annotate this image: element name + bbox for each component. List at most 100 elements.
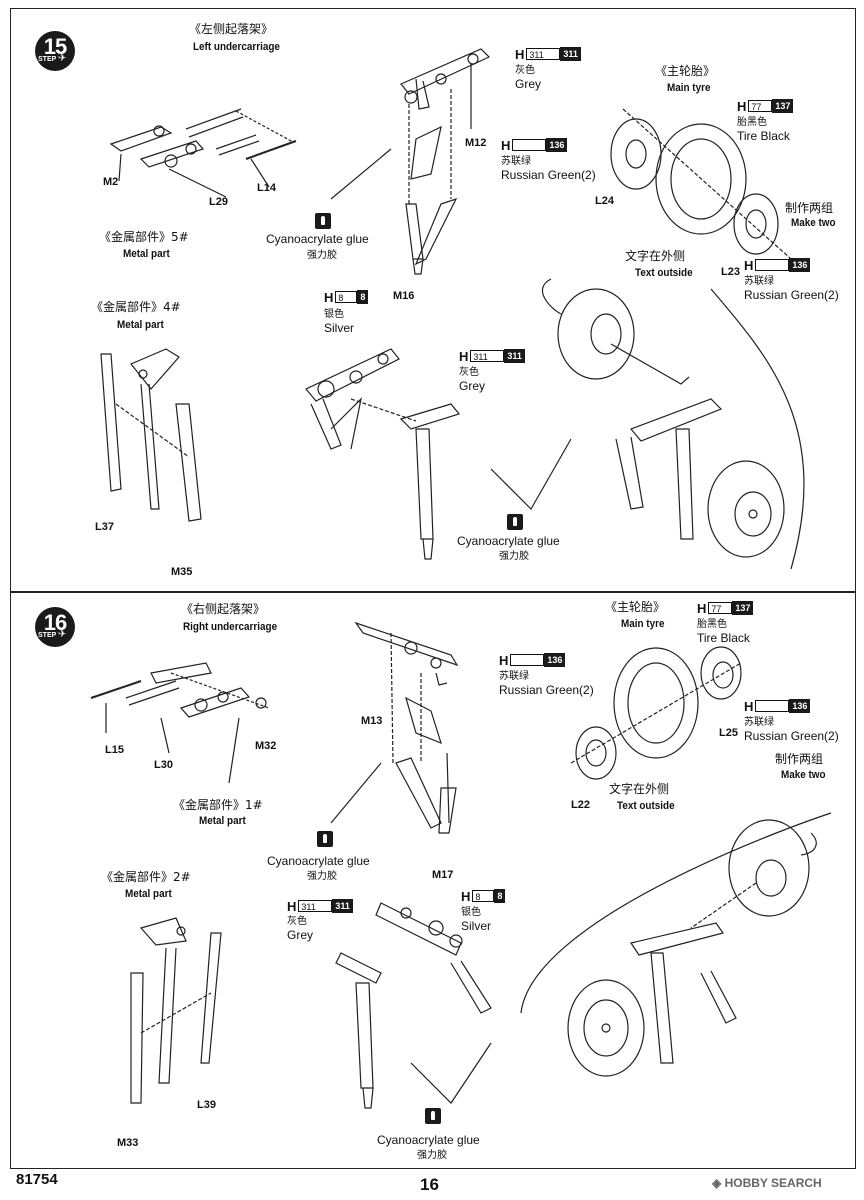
part-label: L23 [721,266,740,278]
section-title-en: Right undercarriage [183,621,278,633]
part-label: M32 [255,740,277,752]
metal-part-4-rods [100,348,202,522]
glue-label-cn: 强力胶 [307,250,337,261]
make-two-en: Make two [781,769,826,781]
metal-part-en: Metal part [125,888,172,900]
watermark-text: HOBBY SEARCH [724,1176,822,1190]
paint-name-cn: 苏联绿 [744,276,774,287]
part-label: M2 [103,176,119,188]
assembled-left-gear [557,288,785,558]
watermark-icon: ◈ [712,1176,722,1190]
part-label: L30 [154,759,173,771]
step-15-line-art [100,48,805,570]
main-tyre-cn: 《主轮胎》 [655,64,716,78]
glue-label-cn: 强力胶 [417,1150,447,1161]
paint-name-en: Grey [515,77,542,91]
page-number: 16 [420,1175,439,1194]
part-label: L14 [257,182,276,194]
glue-label-cn: 强力胶 [499,551,529,562]
section-title-en: Left undercarriage [193,41,280,53]
paint-name-en: Russian Green(2) [501,168,596,182]
paint-name-en: Silver [461,919,492,933]
hobby-search-watermark: ◈ HOBBY SEARCH [712,1176,822,1190]
plane-icon: ✈ [58,53,67,64]
paint-name-cn: 苏联绿 [499,671,529,682]
strut-m13-m17 [330,621,459,834]
make-two-cn: 制作两组 [785,201,834,215]
glue-bottle-icon [315,213,331,229]
part-label: M12 [465,137,487,149]
step-16-badge: 16 STEP ✈ [35,607,75,647]
part-label: L24 [595,195,614,207]
text-outside-cn: 文字在外侧 [609,782,670,796]
metal-part-cn: 《金属部件》2# [101,870,191,884]
paint-name-cn: 胎黑色 [697,619,727,630]
step-15-badge: 15 STEP ✈ [35,31,75,71]
glue-label-en: Cyanoacrylate glue [457,534,560,548]
part-label: L29 [209,196,228,208]
paint-name-en: Grey [287,928,314,942]
paint-name-en: Russian Green(2) [744,729,839,743]
text-outside-en: Text outside [617,800,675,812]
mid-strut-silver [305,348,572,560]
main-tyre-en: Main tyre [621,618,665,630]
paint-name-cn: 灰色 [515,65,535,76]
part-label: M13 [361,715,383,727]
glue-label-en: Cyanoacrylate glue [267,854,370,868]
text-outside-en: Text outside [635,267,693,279]
part-label: L39 [197,1099,216,1111]
part-label: L22 [571,799,590,811]
section-title-cn: 《右侧起落架》 [181,602,266,616]
step-16-line-art [90,621,832,1109]
part-label: M16 [393,290,415,302]
metal-part-cn: 《金属部件》1# [173,798,263,812]
main-tyre-cn: 《主轮胎》 [605,600,666,614]
step-number: 15 [43,34,67,59]
step-16-panel: 16 STEP ✈ 《右侧起落架》 Right undercarriage L1… [10,592,856,1169]
paint-name-cn: 银色 [324,309,344,320]
part-label: M17 [432,869,454,881]
part-label: L25 [719,727,738,739]
glue-bottle-icon [507,514,523,530]
make-two-cn: 制作两组 [775,752,824,766]
part-label: M35 [171,566,193,578]
paint-name-en: Tire Black [737,129,790,143]
metal-part-en: Metal part [199,815,246,827]
glue-label-en: Cyanoacrylate glue [266,232,369,246]
step-15-panel: 15 STEP ✈ 《左侧起落架》 Left undercarriage M2 … [10,8,856,592]
make-two-en: Make two [791,217,836,229]
paint-name-en: Tire Black [697,631,750,645]
paint-name-cn: 胎黑色 [737,117,767,128]
section-title-cn: 《左侧起落架》 [189,22,274,36]
text-outside-cn: 文字在外侧 [625,249,686,263]
kit-number: 81754 [16,1171,58,1188]
plane-icon: ✈ [58,629,67,640]
main-tyre-en: Main tyre [667,82,711,94]
main-wheel-exploded-right [520,646,832,1014]
part-label: M33 [117,1137,139,1149]
part-label: L37 [95,521,114,533]
step-word: STEP [38,632,57,639]
paint-name-cn: 灰色 [459,367,479,378]
metal-part-cn: 《金属部件》5# [99,230,189,244]
step-number: 16 [43,610,67,635]
glue-bottle-icon [317,831,333,847]
paint-name-en: Grey [459,379,486,393]
glue-label-cn: 强力胶 [307,871,337,882]
paint-name-en: Russian Green(2) [499,683,594,697]
glue-bottle-icon [425,1108,441,1124]
mid-strut-right [335,902,492,1109]
main-wheel-exploded [542,108,805,570]
glue-label-en: Cyanoacrylate glue [377,1133,480,1147]
paint-name-cn: 苏联绿 [744,717,774,728]
